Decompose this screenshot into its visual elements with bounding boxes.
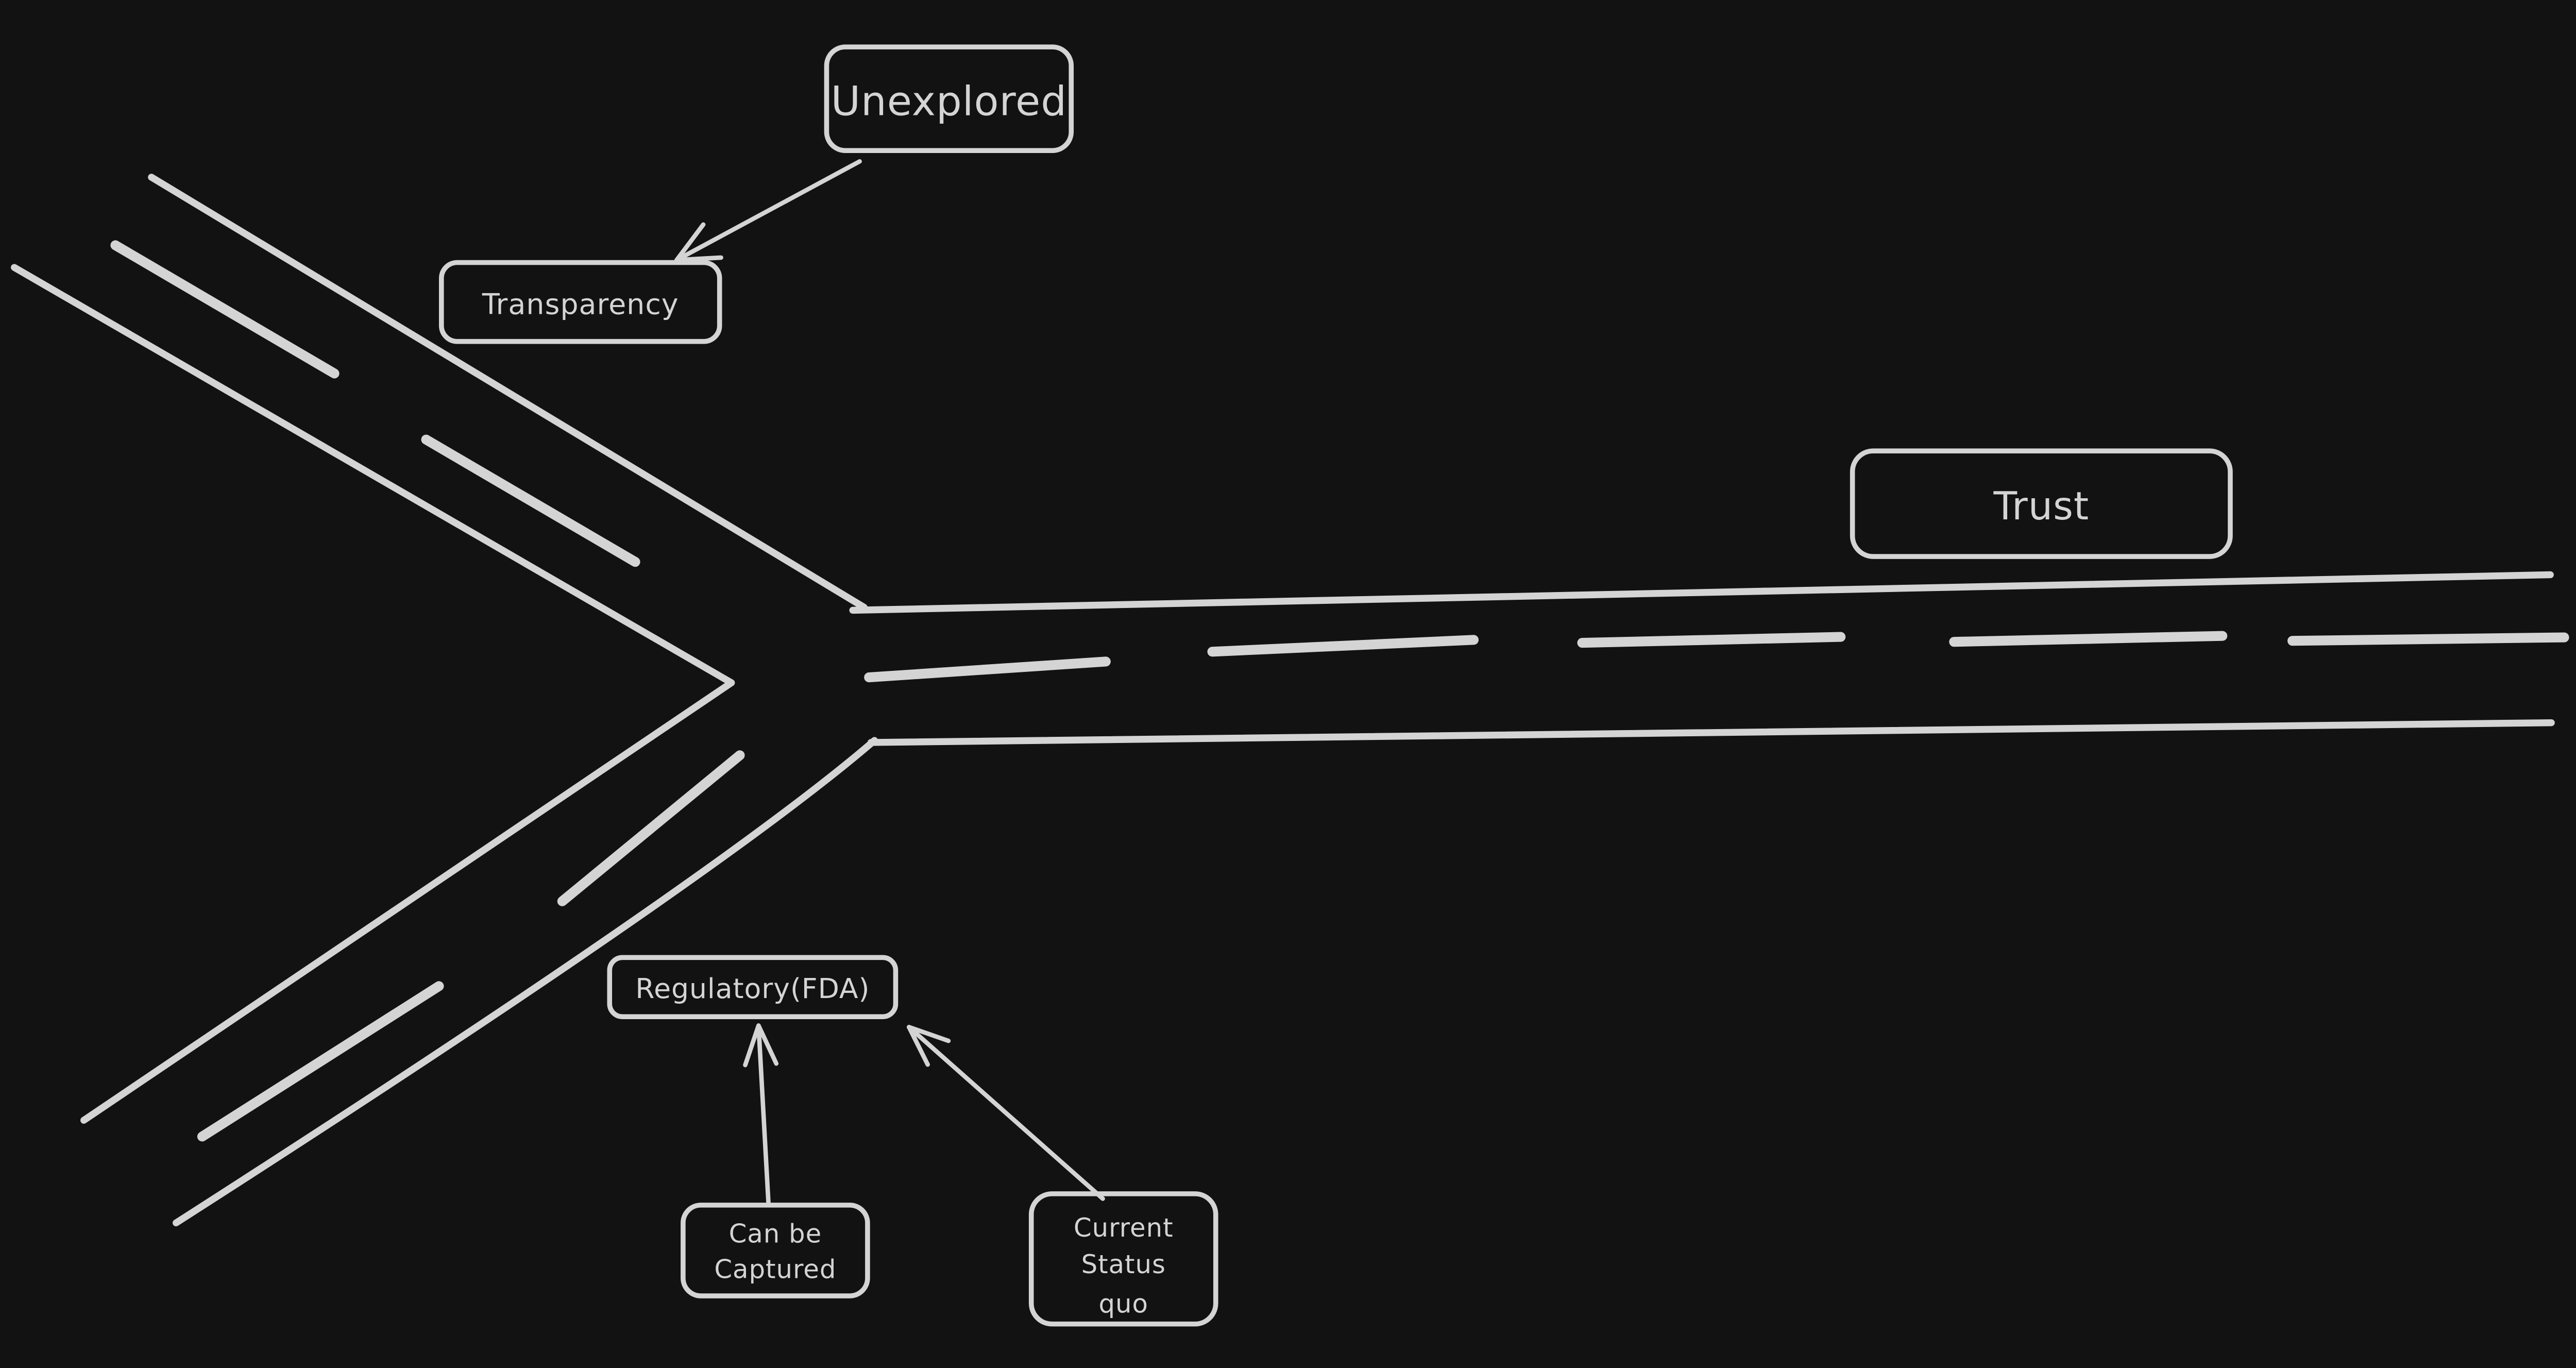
arrowhead-icon bbox=[743, 1023, 779, 1068]
road-dash bbox=[1949, 631, 2228, 647]
node-box bbox=[1028, 1191, 1218, 1327]
arrow-can-be-captured-to-regulatory bbox=[743, 1023, 779, 1205]
arrow-shaft bbox=[674, 159, 862, 263]
road-upper-branch-dashes bbox=[110, 240, 640, 567]
nodes: Unexplored Transparency Trust Regulatory… bbox=[439, 44, 2233, 1327]
node-regulatory-fda: Regulatory(FDA) bbox=[607, 955, 899, 1019]
node-box bbox=[439, 260, 722, 344]
road-main-top-edge bbox=[849, 571, 2554, 614]
node-trust: Trust bbox=[1850, 448, 2233, 559]
can-be-captured-label-line2: Captured bbox=[714, 1254, 836, 1284]
road-dash bbox=[1207, 635, 1479, 657]
road-main-center-dashes bbox=[864, 631, 2569, 683]
node-box bbox=[1850, 448, 2233, 559]
road-lower-branch-bottom-edge bbox=[173, 737, 878, 1227]
road-main-bottom-edge bbox=[867, 719, 2555, 746]
current-status-quo-label-line3: quo bbox=[1099, 1289, 1148, 1319]
road-drawing bbox=[11, 174, 2569, 1227]
node-unexplored: Unexplored bbox=[824, 44, 1074, 153]
node-box bbox=[824, 44, 1074, 153]
arrow-shaft bbox=[907, 1024, 1105, 1201]
regulatory-fda-label: Regulatory(FDA) bbox=[635, 972, 870, 1005]
arrows bbox=[674, 159, 1105, 1205]
road-dash bbox=[557, 750, 745, 906]
transparency-label: Transparency bbox=[482, 288, 679, 321]
road-dash bbox=[110, 240, 340, 379]
can-be-captured-label-line1: Can be bbox=[729, 1219, 822, 1248]
road-dash bbox=[197, 981, 444, 1142]
road-dash bbox=[864, 656, 1111, 683]
road-fork-vertex-edge bbox=[11, 264, 735, 1124]
arrow-shaft bbox=[756, 1023, 771, 1205]
road-dash bbox=[2287, 632, 2569, 646]
arrow-unexplored-to-transparency bbox=[674, 159, 862, 263]
current-status-quo-label-line2: Status bbox=[1081, 1249, 1166, 1279]
road-dash bbox=[1577, 632, 1846, 648]
node-box bbox=[607, 955, 899, 1019]
road-dash bbox=[421, 434, 640, 567]
trust-label: Trust bbox=[1993, 484, 2089, 529]
current-status-quo-label-line1: Current bbox=[1074, 1213, 1174, 1243]
arrowhead-icon bbox=[907, 1024, 951, 1067]
node-transparency: Transparency bbox=[439, 260, 722, 344]
unexplored-label: Unexplored bbox=[831, 77, 1067, 125]
arrow-current-status-quo-to-regulatory bbox=[907, 1024, 1105, 1201]
node-box bbox=[681, 1203, 870, 1298]
road-lower-branch-dashes bbox=[197, 750, 745, 1142]
arrowhead-icon bbox=[674, 222, 723, 263]
road-upper-branch-top-edge bbox=[148, 174, 868, 611]
node-can-be-captured: Can be Captured bbox=[681, 1203, 870, 1298]
node-current-status-quo: Current Status quo bbox=[1028, 1191, 1218, 1327]
